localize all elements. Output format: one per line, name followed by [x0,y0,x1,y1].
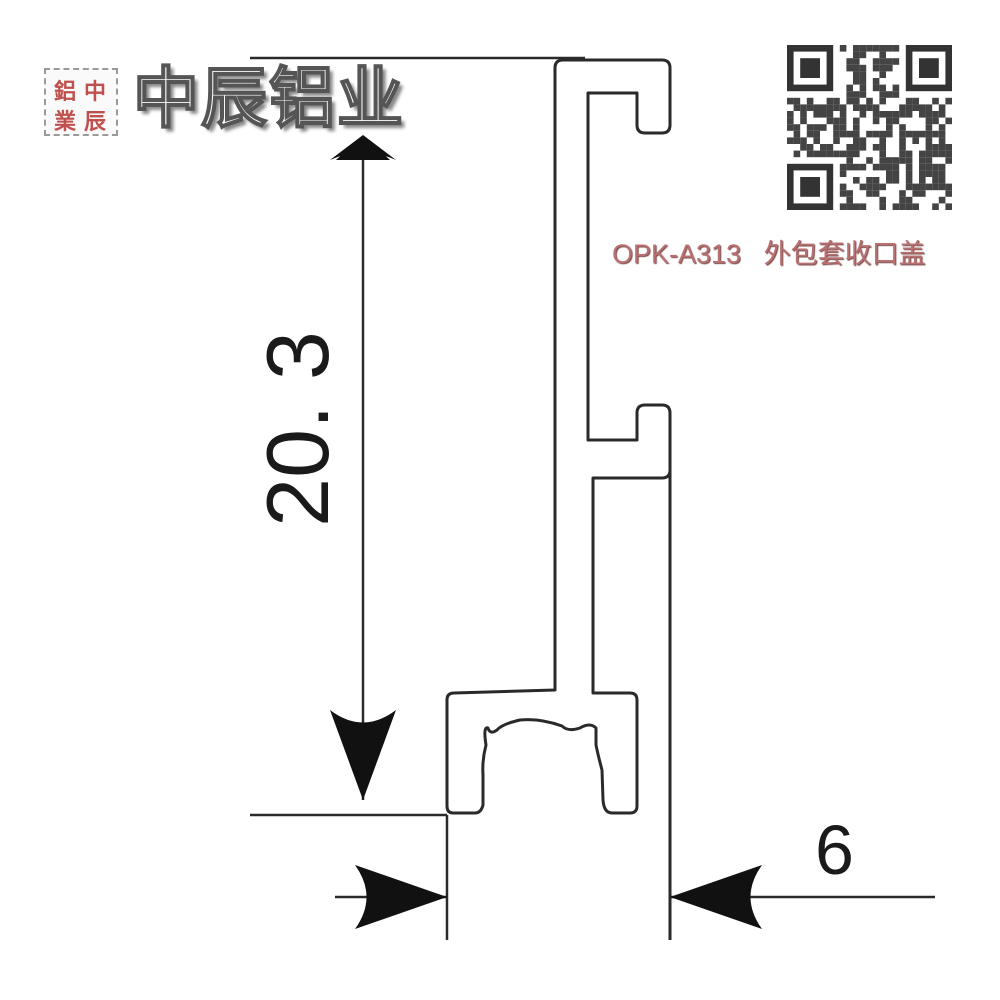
stamp-char: 辰 [84,109,107,135]
brand-name: 中辰铝业 [132,60,405,137]
qr-code [787,45,952,210]
profile-outline [445,58,672,815]
stamp-char: 鋁 [54,79,77,105]
logo-stamp: 中 辰 鋁 業 [44,68,118,136]
arrow-right-icon [355,865,447,929]
product-code: OPK-A313 [612,239,742,269]
arrow-down-icon [330,710,396,800]
product-caption: OPK-A313 外包套收口盖 [612,232,926,271]
stamp-char: 中 [84,79,107,105]
arrow-left-icon [670,865,762,929]
width-dimension-label: 6 [815,811,854,889]
arrow-up-icon [330,135,396,160]
product-name: 外包套收口盖 [763,239,926,269]
stamp-char: 業 [54,109,77,135]
height-dimension-label: 20. 3 [248,331,347,527]
